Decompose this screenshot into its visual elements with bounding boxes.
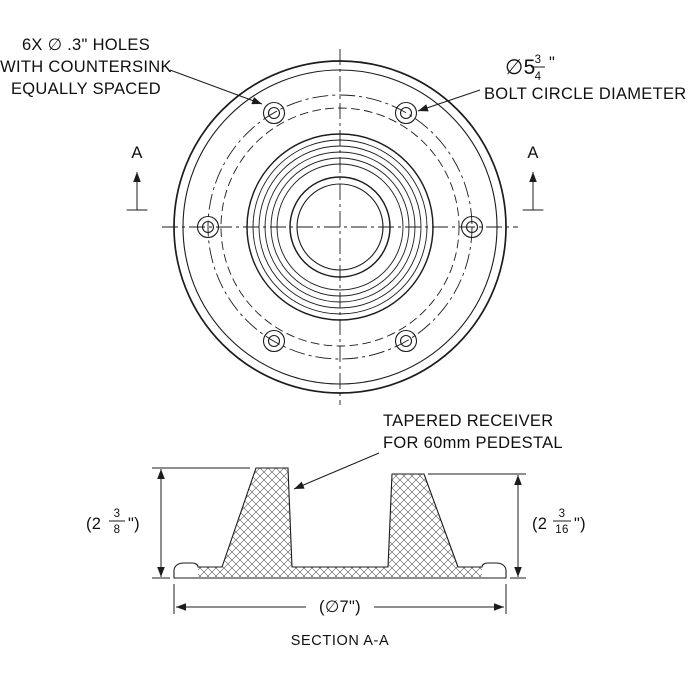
dimension-right-height: (2 3 16 ") (428, 473, 586, 579)
hole-circle (399, 106, 413, 120)
bolt-hole (196, 215, 220, 239)
bolt-label-line2: BOLT CIRCLE DIAMETER (484, 85, 687, 103)
receiver-ring (276, 163, 404, 291)
right-rim-lip (481, 562, 507, 579)
receiver-note: TAPERED RECEIVER FOR 60mm PEDESTAL (293, 412, 563, 490)
center-bore-inner-circle (296, 183, 384, 271)
extension-lines (152, 467, 250, 579)
dim-width-label: (∅7") (319, 598, 361, 616)
receiver-note-line1: TAPERED RECEIVER (383, 412, 553, 430)
flange-outer-edge-circle (173, 60, 507, 394)
bolt-label-numerator: 3 (535, 54, 542, 66)
bolt-holes (196, 101, 484, 353)
receiver-ring (258, 145, 422, 309)
receiver-ring (264, 151, 416, 303)
hole-circle (267, 106, 281, 120)
receiver-ring (270, 157, 410, 297)
receiver-ring (246, 133, 434, 321)
dim-left-numerator: 3 (114, 508, 121, 520)
receiver-rings (246, 133, 434, 321)
bolt-hole (394, 101, 418, 125)
dim-left-denominator: 8 (114, 524, 121, 536)
bolt-circle-note: ∅5 3 4 " BOLT CIRCLE DIAMETER (417, 54, 687, 112)
section-caption: SECTION A-A (291, 633, 389, 649)
bolt-hole (262, 329, 286, 353)
bolt-circle (207, 94, 473, 360)
hole-circle (267, 334, 281, 348)
extension-lines (428, 473, 526, 579)
top-view: 6X ∅ .3" HOLES WITH COUNTERSINK EQUALLY … (0, 36, 686, 405)
left-wall-outline (221, 467, 293, 568)
crosshatch-section (198, 468, 482, 577)
holes-note-line3: EQUALLY SPACED (11, 80, 161, 98)
dim-right-prefix: (2 (532, 515, 547, 533)
dimension-overall-width: (∅7") (173, 584, 507, 616)
centerlines (162, 49, 518, 405)
bolt-label-denominator: 4 (535, 71, 542, 83)
receiver-ring (252, 139, 428, 315)
bolt-label-prefix: ∅5 (505, 56, 536, 79)
dim-right-denominator: 16 (555, 524, 568, 536)
countersink-circle (262, 101, 286, 125)
recess-hidden-circle (220, 107, 460, 347)
holes-note: 6X ∅ .3" HOLES WITH COUNTERSINK EQUALLY … (0, 36, 263, 105)
hole-circle (465, 220, 479, 234)
countersink-circle (394, 101, 418, 125)
dim-right-numerator: 3 (559, 508, 566, 520)
left-rim-lip (173, 562, 199, 579)
holes-note-line1: 6X ∅ .3" HOLES (22, 36, 150, 54)
countersink-circle (196, 215, 220, 239)
bolt-hole (460, 215, 484, 239)
extension-lines (173, 584, 507, 614)
holes-leader-line (169, 69, 263, 105)
countersink-circle (262, 329, 286, 353)
section-letter: A (527, 144, 538, 162)
right-wall-outline (387, 473, 459, 568)
section-letter: A (131, 144, 142, 162)
bolt-circle-leader-line (417, 89, 481, 112)
hole-circle (399, 334, 413, 348)
section-marker-left: A (126, 144, 148, 211)
bolt-hole (394, 329, 418, 353)
section-marker-right: A (522, 144, 544, 211)
receiver-leader-line (293, 452, 380, 490)
receiver-note-line2: FOR 60mm PEDESTAL (383, 434, 563, 452)
bolt-hole (262, 101, 286, 125)
dimension-left-height: (2 3 8 ") (86, 467, 250, 579)
dim-right-suffix: ") (574, 515, 586, 533)
bolt-label-suffix: " (549, 54, 555, 72)
countersink-circle (394, 329, 418, 353)
holes-note-line2: WITH COUNTERSINK (0, 58, 172, 76)
center-bore-circle (289, 176, 391, 278)
countersink-circle (460, 215, 484, 239)
dim-left-suffix: ") (128, 515, 140, 533)
flange-rim-circle (182, 69, 498, 385)
section-view: TAPERED RECEIVER FOR 60mm PEDESTAL (2 3 … (86, 412, 586, 649)
hole-circle (201, 220, 215, 234)
dim-left-prefix: (2 (86, 515, 101, 533)
